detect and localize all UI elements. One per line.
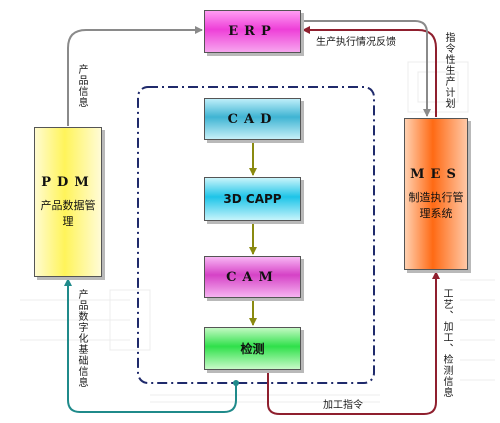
arrow-frame-to-mes xyxy=(267,271,440,415)
arrow-frame-to-pdm xyxy=(64,278,237,413)
cam-box: CAM xyxy=(204,256,301,298)
plan-label: 指令性生产计划 xyxy=(443,32,454,109)
arrow-pdm-to-erp xyxy=(67,26,203,126)
inspection-label: 检测 xyxy=(240,342,265,356)
pdm-subtitle: 产品数据管理 xyxy=(40,198,96,228)
erp-box: ERP xyxy=(204,10,301,53)
mes-box: MES 制造执行管理系统 xyxy=(404,118,468,270)
cam-label: CAM xyxy=(226,269,279,285)
junction-dot xyxy=(233,380,239,386)
process-info-label: 工艺、加工、检测信息 xyxy=(441,288,452,398)
cad-label: CAD xyxy=(227,111,278,127)
product-info-label: 产品信息 xyxy=(76,64,87,108)
erp-label: ERP xyxy=(228,24,277,39)
inspection-box: 检测 xyxy=(204,327,301,370)
capp-label: 3D CAPP xyxy=(223,192,282,206)
pdm-title: PDM xyxy=(41,174,95,190)
capp-box: 3D CAPP xyxy=(204,177,301,221)
pdm-box: PDM 产品数据管理 xyxy=(34,127,102,277)
mes-subtitle: 制造执行管理系统 xyxy=(408,190,464,220)
mes-title: MES xyxy=(410,166,462,182)
arrow-erp-to-mes xyxy=(302,20,431,117)
feedback-label: 生产执行情况反馈 xyxy=(316,37,396,48)
dashed-frame xyxy=(137,86,375,384)
cad-box: CAD xyxy=(204,98,301,140)
arrow-mes-to-erp xyxy=(302,26,437,117)
base-info-label: 产品数字化基础信息 xyxy=(76,289,87,388)
command-label: 加工指令 xyxy=(323,400,363,411)
